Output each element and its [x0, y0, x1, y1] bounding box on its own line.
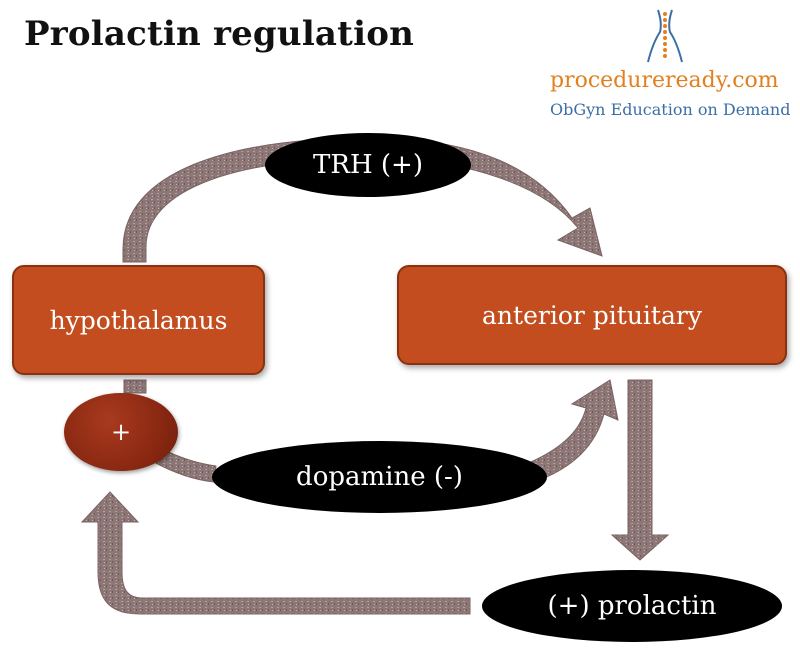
dopamine-label: dopamine (-): [212, 441, 547, 513]
dopamine-arrow: [523, 379, 619, 483]
anterior-pituitary-box: anterior pituitary: [397, 265, 787, 365]
logo-name: procedureready.com: [550, 68, 779, 93]
trh-arrow: [122, 137, 603, 263]
positive-feedback-marker: +: [64, 393, 178, 471]
spine-icon: [647, 9, 683, 63]
hypothalamus-box: hypothalamus: [12, 265, 265, 375]
prolactin-label: (+) prolactin: [482, 570, 782, 642]
brand-logo: procedureready.com ObGyn Education on De…: [540, 8, 790, 128]
prolactin-feedback-arrow: [80, 491, 471, 615]
logo-tagline: ObGyn Education on Demand: [550, 100, 791, 119]
page-title: Prolactin regulation: [24, 14, 414, 54]
prolactin-down-arrow: [610, 379, 670, 561]
trh-label: TRH (+): [265, 133, 471, 197]
